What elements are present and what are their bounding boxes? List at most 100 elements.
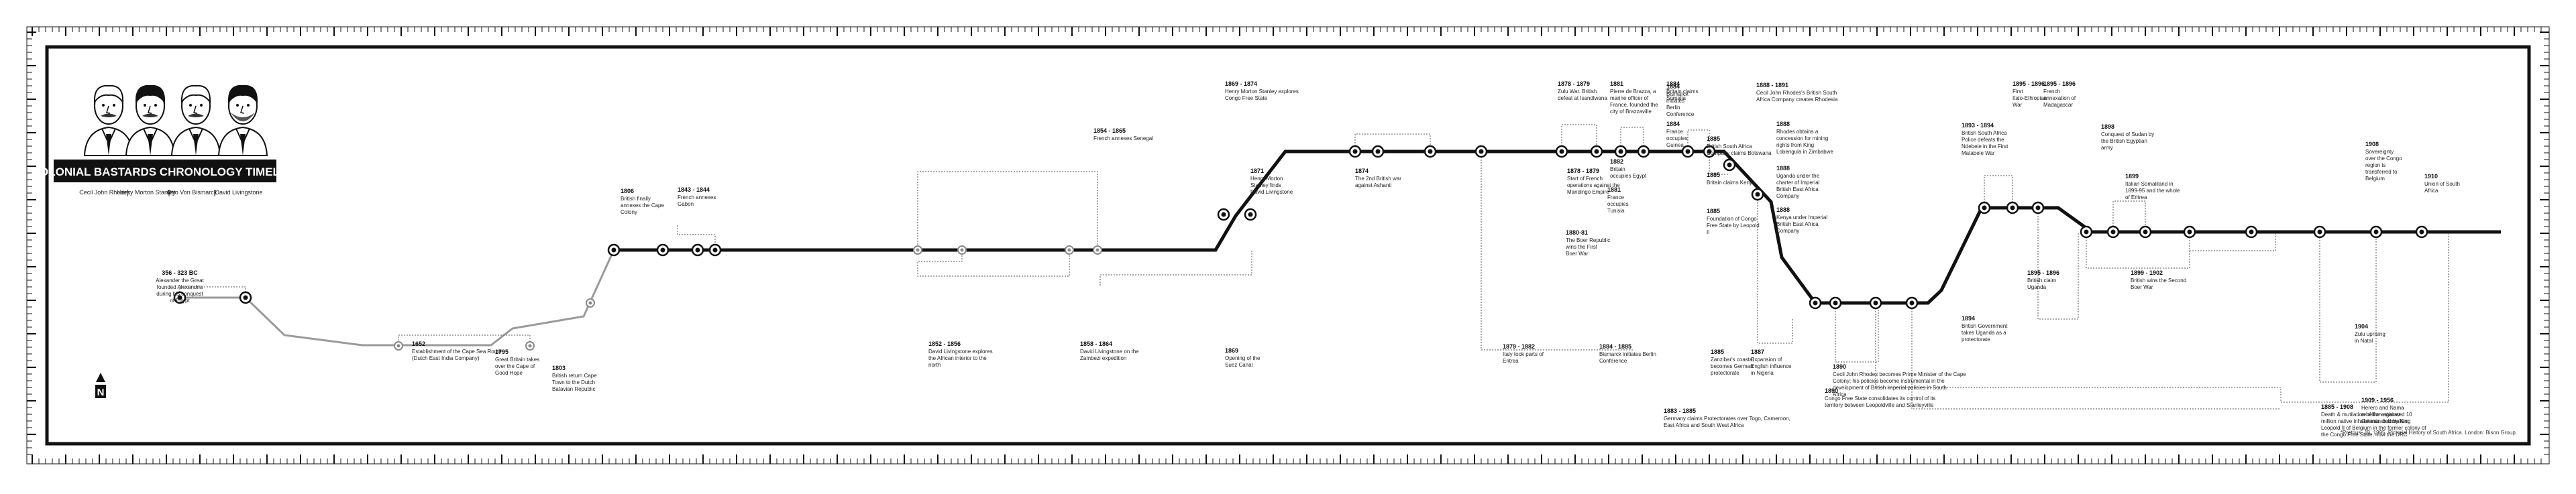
timeline-node <box>1555 145 1568 158</box>
event-date: 1885 <box>1707 135 1720 142</box>
event-date: 1888 <box>1776 121 1790 127</box>
portrait-drawing <box>125 84 176 156</box>
timeline-node <box>1244 208 1257 221</box>
timeline-node <box>1474 145 1488 158</box>
event-date: 1803 <box>552 365 566 371</box>
event-date: 1895 - 1896 <box>2027 269 2059 276</box>
event-connector <box>1354 133 1431 151</box>
inner-border <box>45 45 2531 446</box>
event-connector <box>1620 127 1644 151</box>
portrait-name: Otto Von Bismarck <box>167 189 217 196</box>
portrait-group: COLONIAL BASTARDS CHRONOLOGY TIMELINE Ce… <box>32 84 299 196</box>
event-connector <box>2112 200 2146 232</box>
ruler-frame <box>26 26 2550 465</box>
event-connector <box>917 171 1098 250</box>
event-date: 1885 <box>1711 349 1724 355</box>
event-date: 1806 <box>621 188 634 194</box>
timeline-node <box>1703 145 1716 158</box>
event-date: 1884 - 1885 <box>1599 343 1631 350</box>
event-description: Establishment of the Cape Sea Route(Dutc… <box>412 349 502 361</box>
event-date: 1854 - 1865 <box>1093 127 1126 134</box>
event-date: 1893 - 1894 <box>1962 122 1994 129</box>
event-date: 1887 <box>1751 349 1764 355</box>
timeline-node <box>2031 201 2045 214</box>
portrait-name: Cecil John Rhodes <box>79 189 130 196</box>
timeline-node <box>2245 225 2258 239</box>
timeline-node <box>1217 208 1230 221</box>
portrait-drawing <box>170 84 221 156</box>
event-date: 1885 <box>1707 172 1720 178</box>
timeline-node <box>2139 225 2152 239</box>
timeline-node <box>1065 245 1074 255</box>
timeline-node <box>1905 296 1919 310</box>
timeline-node <box>2415 225 2428 239</box>
event-date: 356 - 323 BC <box>162 269 198 276</box>
portrait-drawing <box>217 84 268 156</box>
event-date: 1883 - 1885 <box>1664 408 1696 414</box>
event-date: 1890 <box>1833 363 1846 370</box>
event-connector <box>1481 151 1634 351</box>
event-date: 1888 - 1891 <box>1756 82 1788 88</box>
event-connector <box>1757 194 1793 344</box>
timeline-node <box>1614 145 1627 158</box>
event-connector <box>398 334 531 346</box>
timeline-node <box>1869 296 1882 310</box>
event-date: 1878 - 1879 <box>1558 80 1590 87</box>
event-description: French annexes Senegal <box>1093 135 1153 141</box>
event-date: 1899 <box>2125 173 2139 180</box>
north-badge <box>95 385 106 398</box>
event-date: 1888 <box>1776 165 1790 172</box>
event-description: Germany claims Protectorates over Togo, … <box>1664 416 1790 428</box>
timeline-node <box>1637 145 1650 158</box>
event-date: 1874 <box>1355 168 1368 174</box>
timeline-nodes <box>173 145 2428 351</box>
event-date: 1890 <box>1825 387 1838 394</box>
event-connector <box>677 225 716 250</box>
event-date: 1878 - 1879 <box>1567 168 1599 174</box>
event-date: 1898 <box>2101 123 2114 130</box>
